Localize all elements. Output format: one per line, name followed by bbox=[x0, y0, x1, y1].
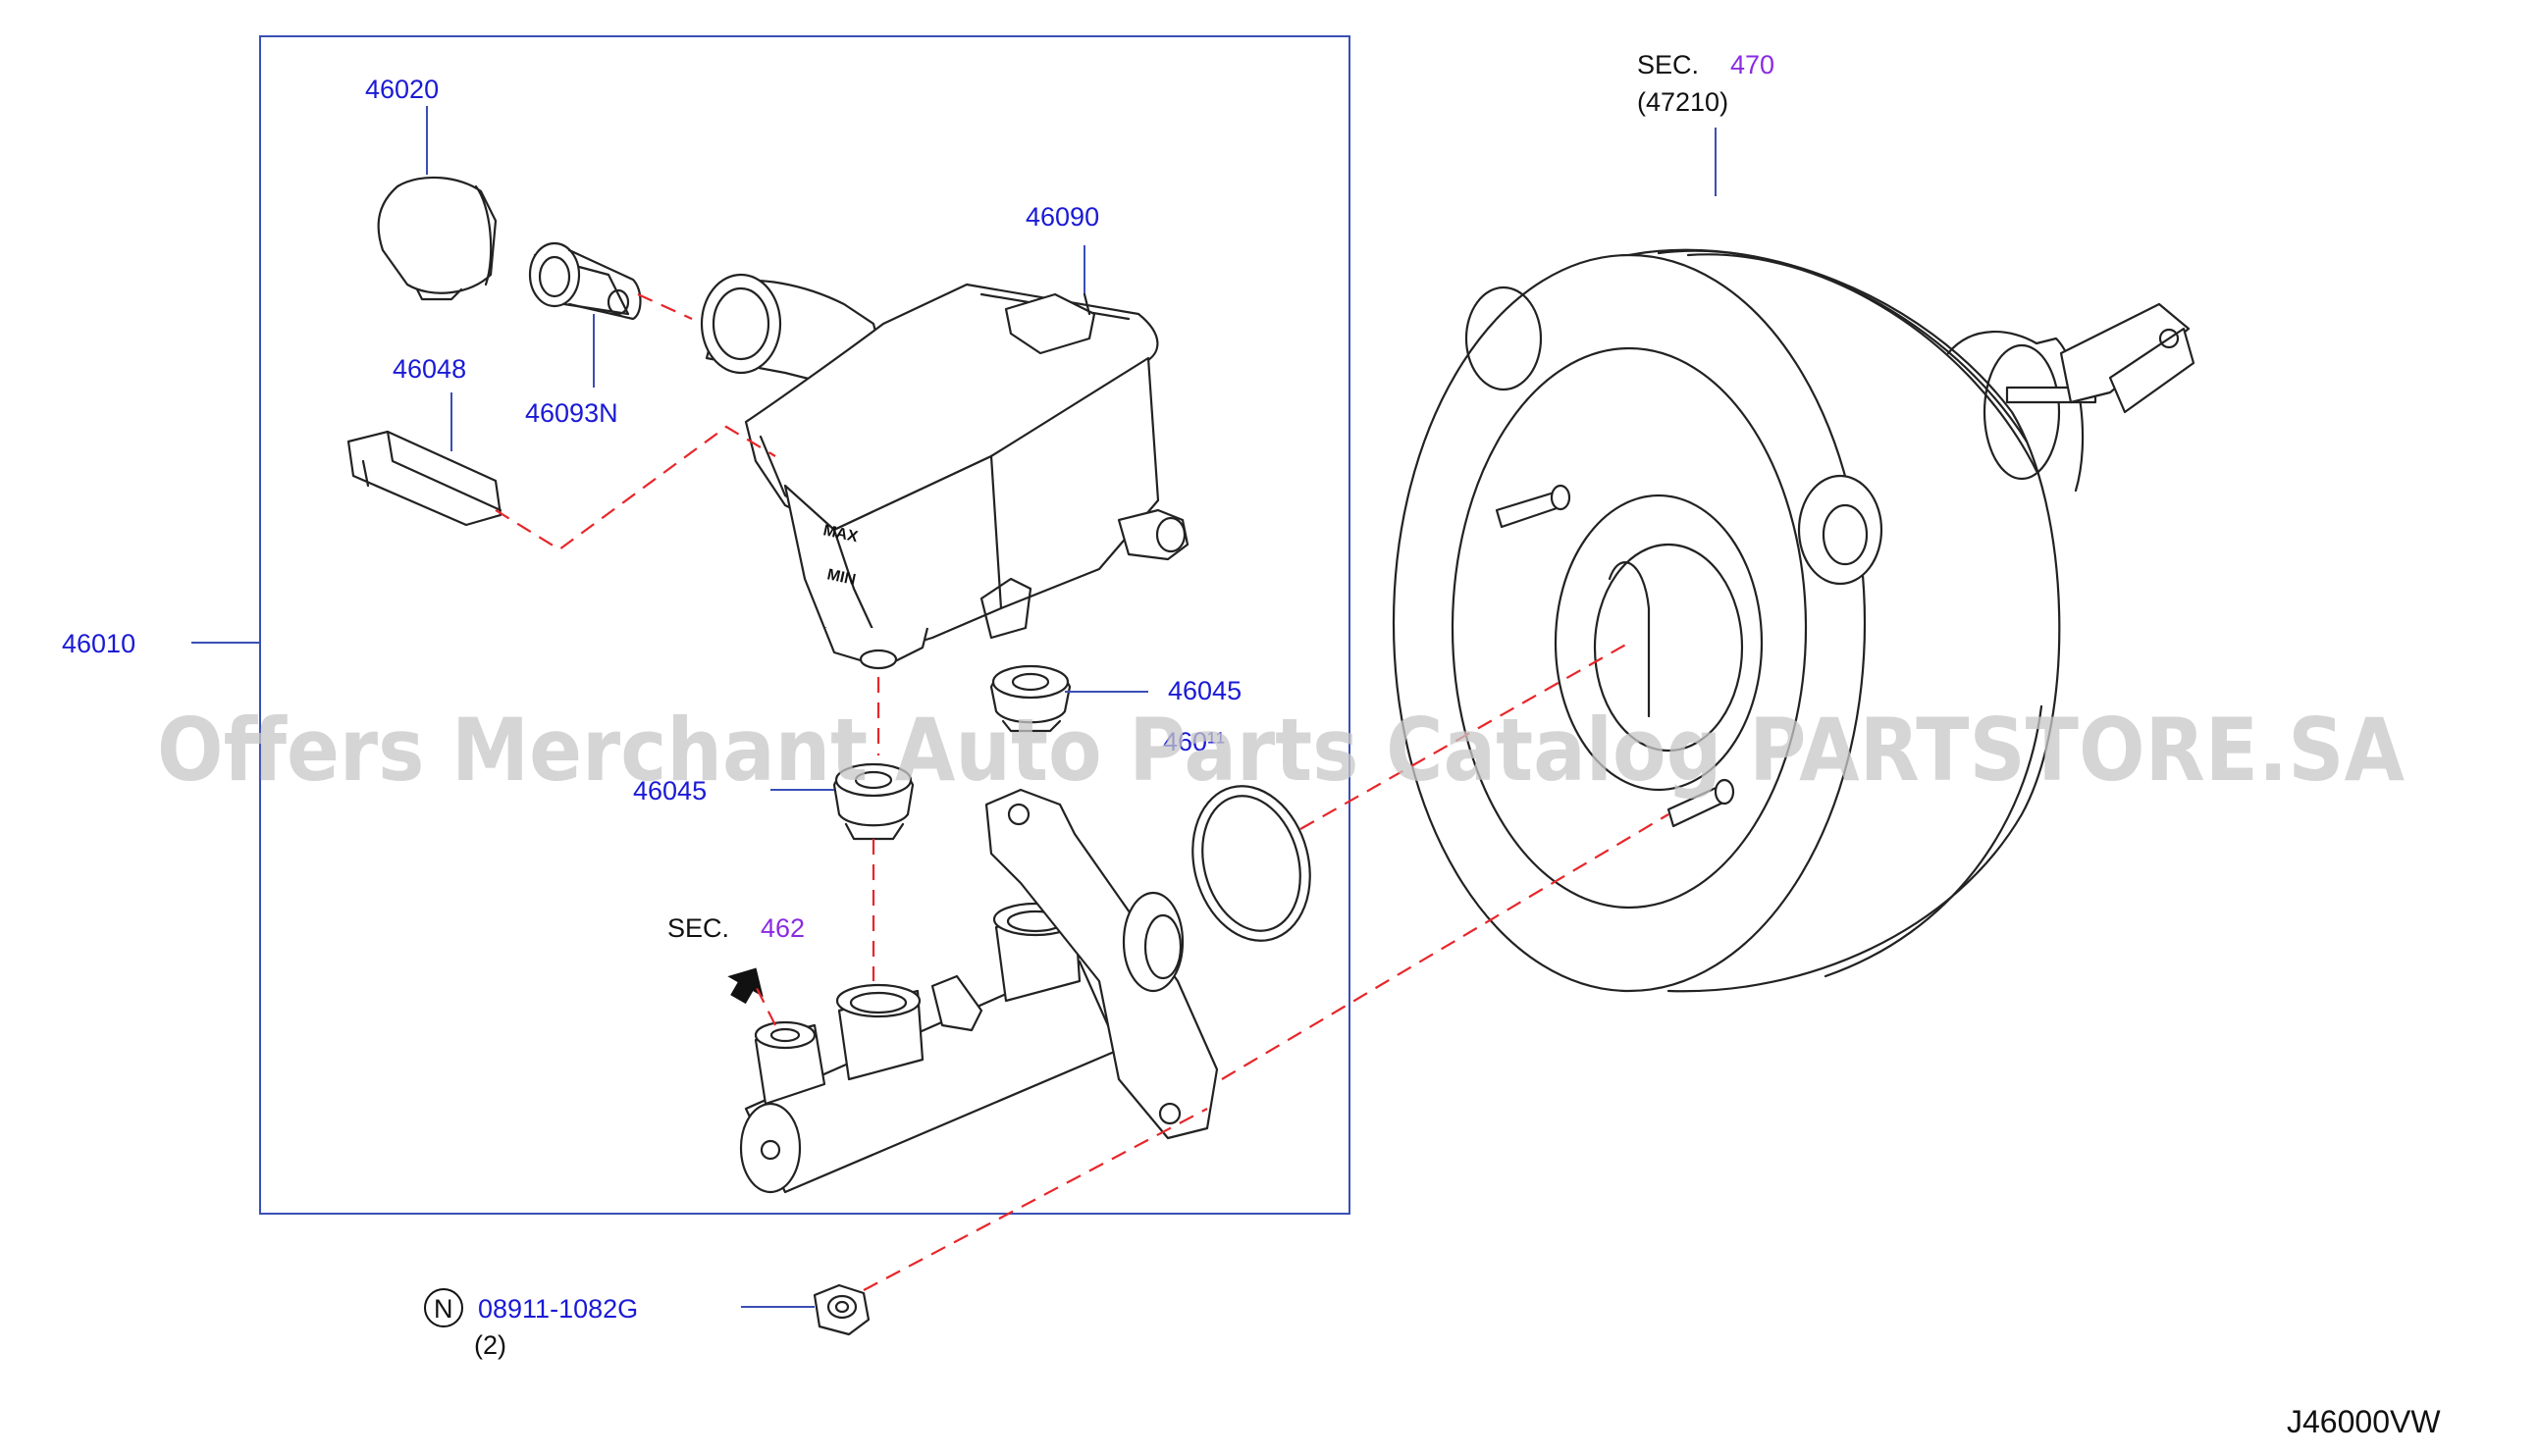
master-cylinder-drawing bbox=[739, 788, 1219, 1194]
reservoir-tank-drawing bbox=[700, 273, 1190, 670]
callout-46093n[interactable]: 46093N bbox=[525, 398, 618, 428]
callout-46010[interactable]: 46010 bbox=[62, 629, 135, 658]
watermark-text: Offers Merchant Auto Parts Catalog PARTS… bbox=[157, 700, 2405, 801]
grommet-upper-drawing bbox=[989, 664, 1072, 733]
grommet-lower-drawing bbox=[832, 762, 915, 841]
strainer-dash-line bbox=[637, 292, 693, 321]
callout-46045-top[interactable]: 46045 bbox=[1168, 676, 1242, 705]
level-sensor-drawing bbox=[346, 430, 502, 527]
sensor-dash-line bbox=[495, 425, 776, 551]
assembly-frame bbox=[259, 35, 1350, 1215]
nut-quantity: (2) bbox=[474, 1330, 506, 1360]
sec-462-arrow-icon bbox=[727, 967, 764, 1005]
sec-470-link[interactable]: 470 bbox=[1730, 50, 1774, 79]
callout-46011-partial[interactable]: 460¹¹ bbox=[1163, 727, 1225, 756]
strainer-drawing bbox=[528, 241, 642, 321]
nut-symbol: N bbox=[434, 1294, 453, 1324]
outlet-dash-line-left bbox=[872, 677, 880, 981]
flange-nut-drawing bbox=[813, 1283, 871, 1336]
booster-stud-dash-line bbox=[1221, 813, 1669, 1080]
reservoir-min-mark: MIN bbox=[825, 566, 857, 589]
leader-46090-tank bbox=[1083, 292, 1091, 316]
sec-470-sub: (47210) bbox=[1637, 87, 1728, 117]
callout-46048[interactable]: 46048 bbox=[393, 354, 466, 384]
callout-46020[interactable]: 46020 bbox=[365, 75, 439, 104]
sec-462-link[interactable]: 462 bbox=[761, 913, 805, 943]
sec-462-prefix: SEC. bbox=[667, 913, 729, 943]
reservoir-cap-drawing bbox=[377, 176, 498, 301]
oring-dash-line bbox=[1299, 642, 1630, 830]
nut-symbol-circle bbox=[424, 1288, 463, 1327]
sec462-dash-line bbox=[755, 985, 776, 1026]
o-ring-drawing bbox=[1191, 785, 1311, 942]
callout-46045-bottom[interactable]: 46045 bbox=[633, 776, 707, 806]
diagram-code: J46000VW bbox=[2287, 1404, 2441, 1439]
nut-dash-line bbox=[863, 1108, 1208, 1291]
sec-470-prefix: SEC. bbox=[1637, 50, 1699, 79]
callout-nut-part[interactable]: 08911-1082G bbox=[478, 1294, 638, 1324]
brake-booster-drawing bbox=[1392, 248, 2195, 993]
callout-46090[interactable]: 46090 bbox=[1026, 202, 1099, 232]
